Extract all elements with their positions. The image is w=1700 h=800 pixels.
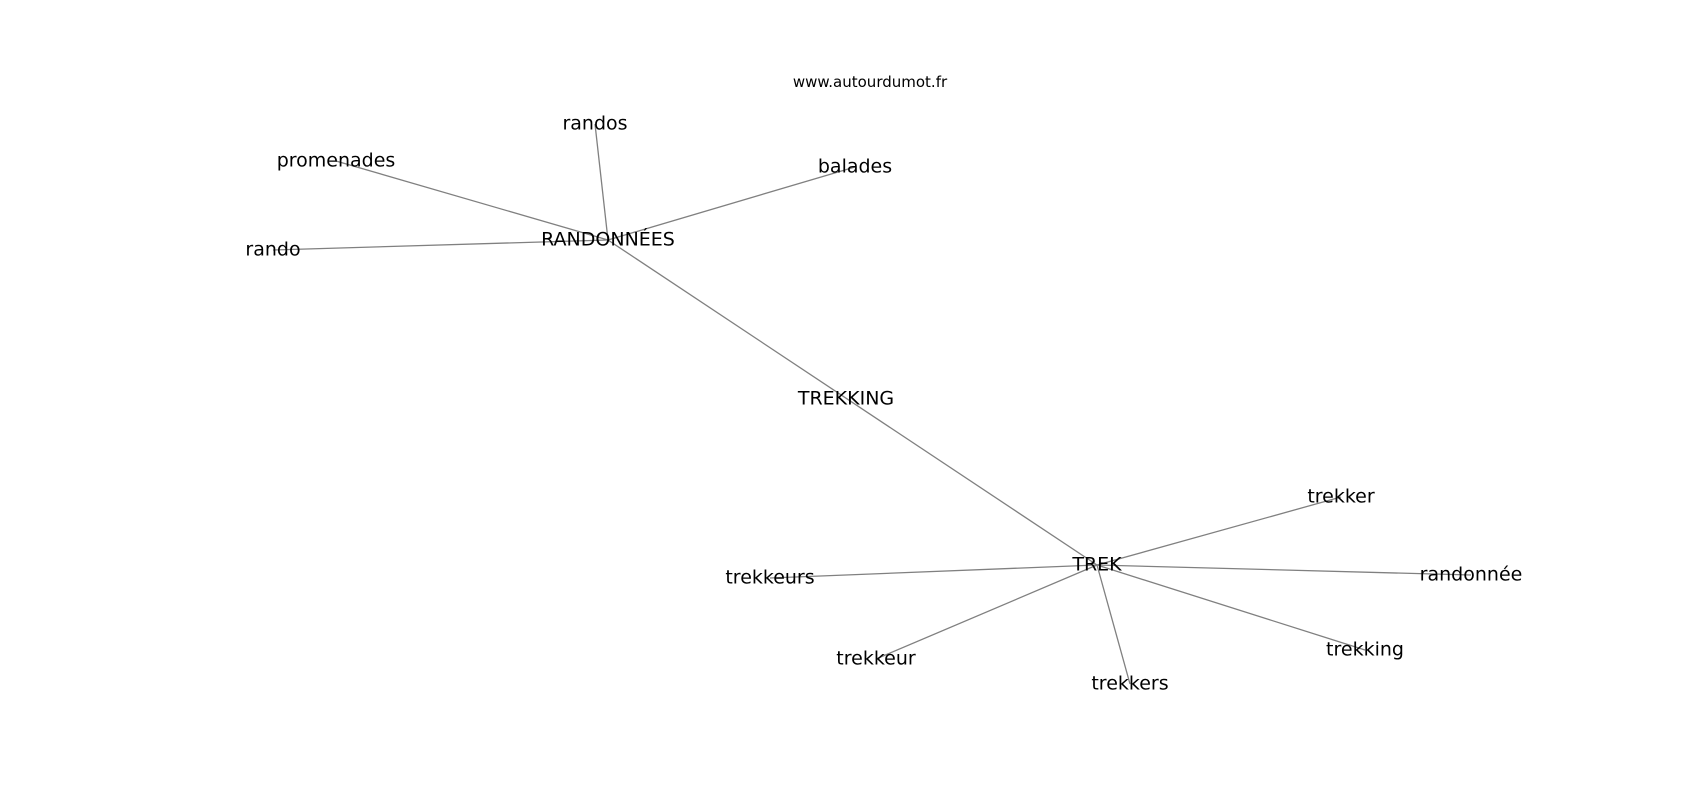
- node-trekkeurs[interactable]: trekkeurs: [725, 567, 814, 589]
- edge-trek-trekking: [1096, 564, 1366, 651]
- node-trekking_center[interactable]: TREKKING: [797, 388, 894, 410]
- node-trek[interactable]: TREK: [1071, 554, 1122, 576]
- edge-randonnees-trek: [607, 239, 1098, 566]
- node-trekkers[interactable]: trekkers: [1091, 673, 1168, 695]
- edge-trek-trekker: [1096, 496, 1342, 566]
- edge-trek-trekkeur: [875, 564, 1098, 660]
- node-randonnee[interactable]: randonnée: [1420, 564, 1523, 586]
- watermark: www.autourdumot.fr: [793, 73, 948, 91]
- edge-randonnees-balades: [607, 166, 856, 241]
- edge-trek-trekkers: [1096, 564, 1131, 685]
- node-promenades[interactable]: promenades: [277, 150, 396, 172]
- edge-randonnees-rando: [272, 239, 609, 251]
- edge-trek-trekkeurs: [769, 564, 1098, 579]
- node-trekker[interactable]: trekker: [1307, 486, 1375, 508]
- edge-trek-randonnee: [1096, 564, 1472, 576]
- node-trekkeur[interactable]: trekkeur: [836, 648, 916, 670]
- node-rando[interactable]: rando: [245, 239, 300, 261]
- node-balades[interactable]: balades: [818, 156, 892, 178]
- edge-randonnees-promenades: [335, 160, 609, 241]
- node-randonnees[interactable]: RANDONNÉES: [541, 228, 675, 251]
- edge-layer: [272, 123, 1472, 685]
- node-layer: RANDONNÉES TREKKING TREK randos promenades ba…: [245, 113, 1522, 695]
- edge-randonnees-randos: [594, 123, 609, 241]
- node-randos[interactable]: randos: [562, 113, 627, 135]
- node-trekking[interactable]: trekking: [1326, 639, 1404, 661]
